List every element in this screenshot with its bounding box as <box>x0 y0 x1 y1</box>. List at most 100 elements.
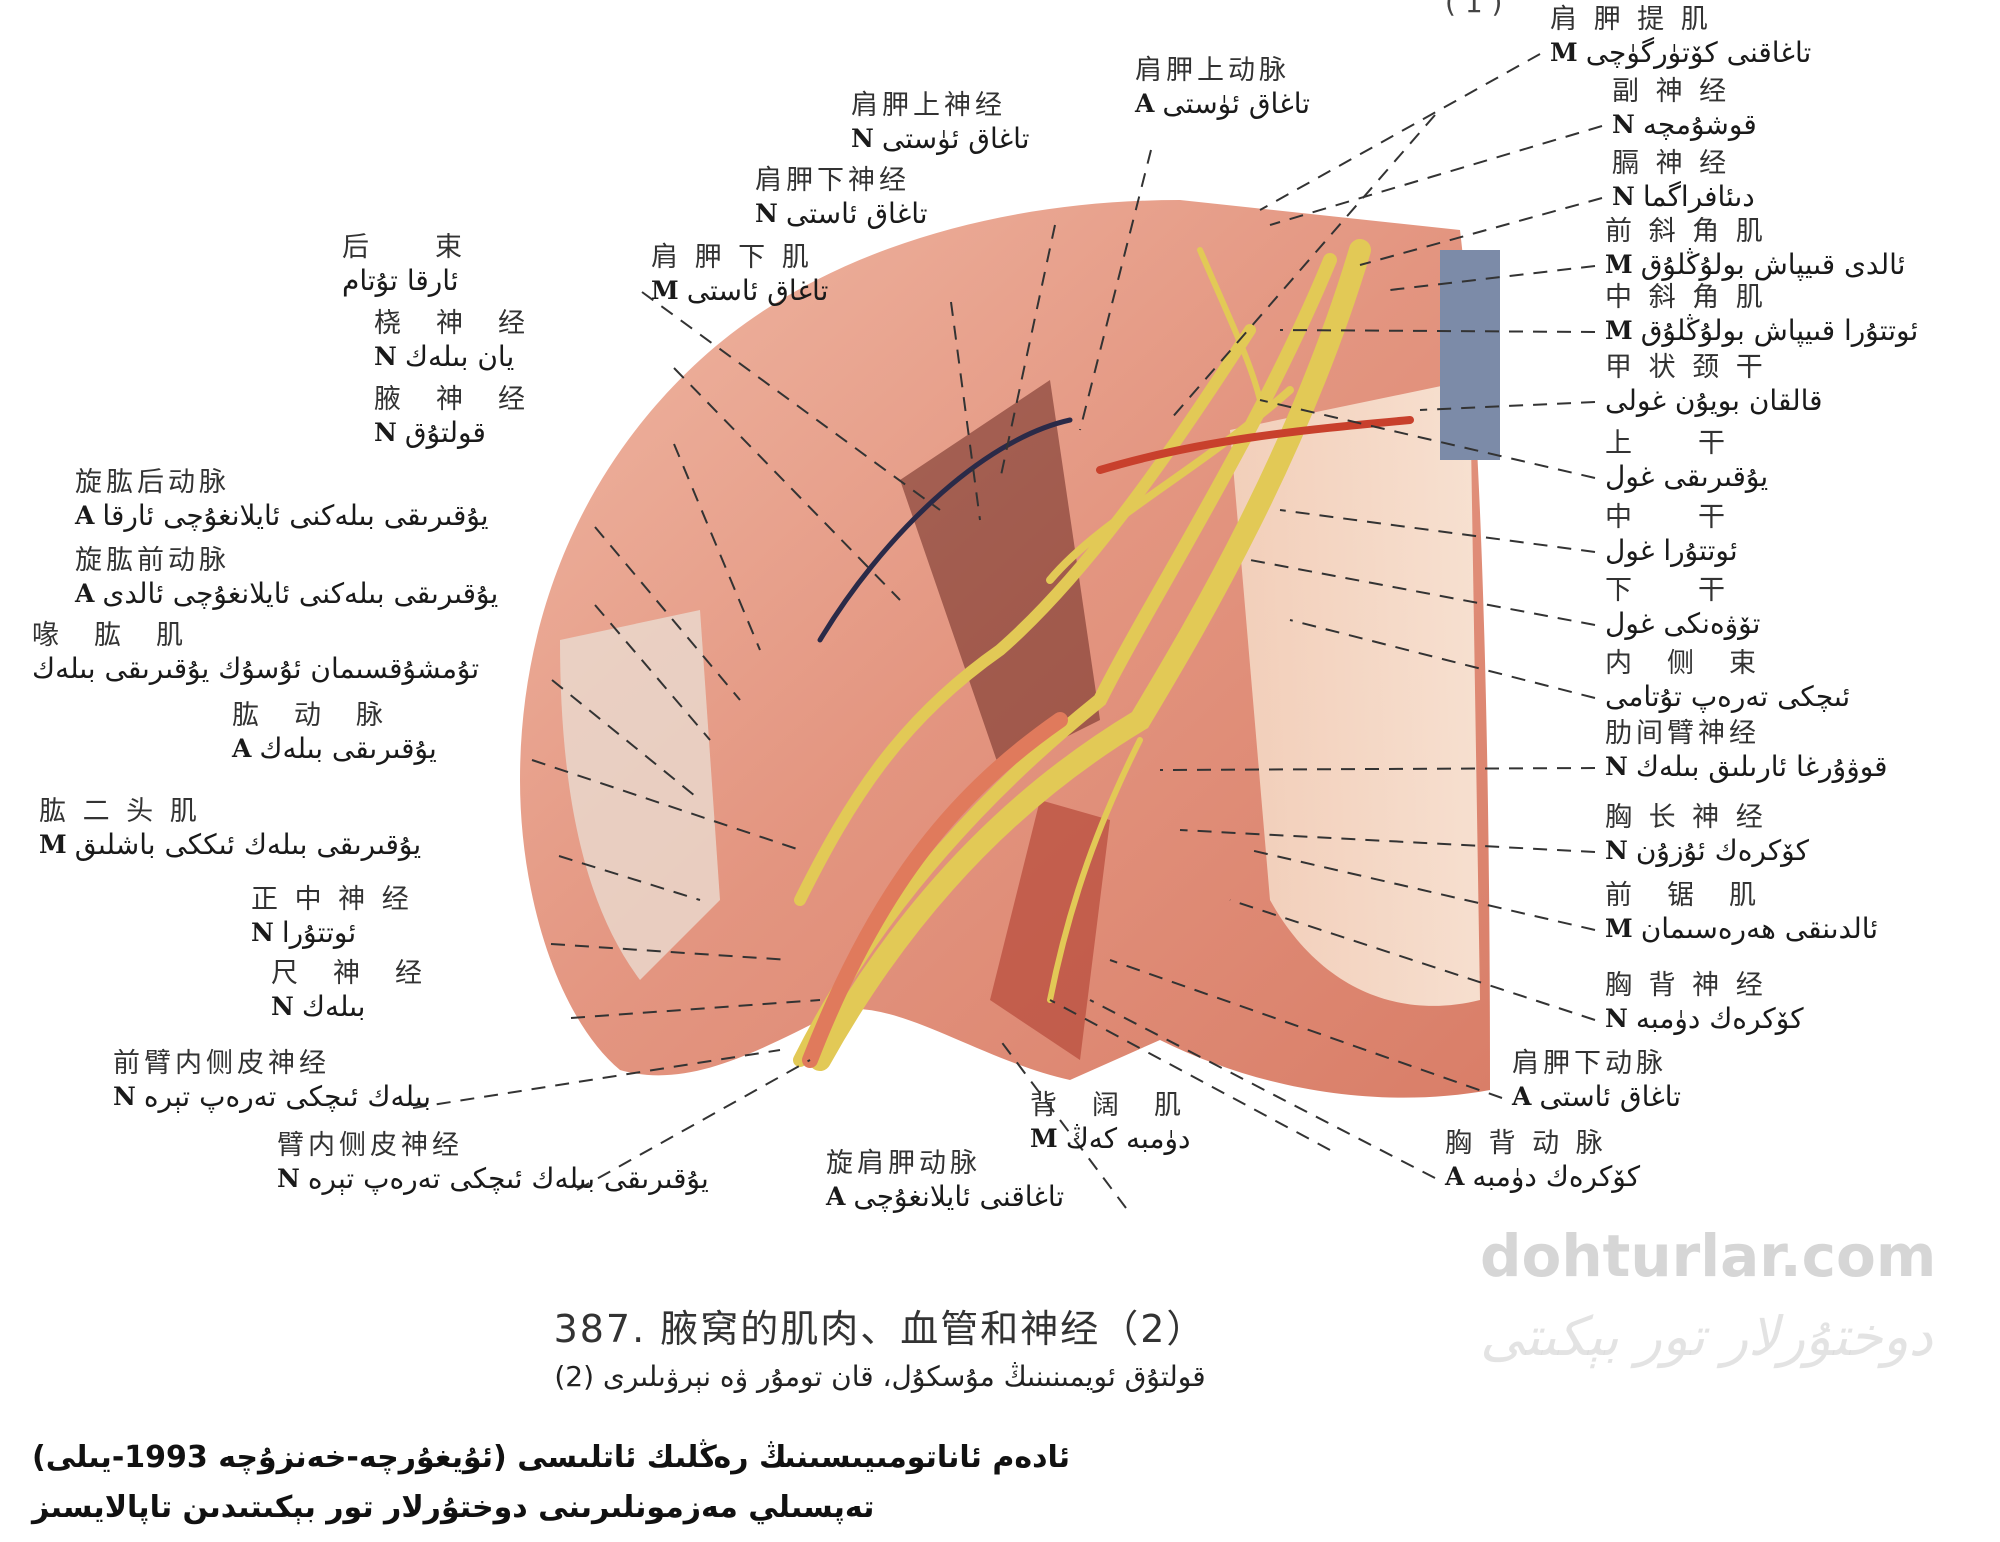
leader-line <box>1269 125 1603 226</box>
structure-type-letter: N <box>277 1164 300 1194</box>
label-uyghur-row: ئىچكى تەرەپ تۇتامى <box>1605 680 1850 714</box>
label-uyghur: تاغاقنى كۆتۈرگۈچى <box>1585 36 1812 70</box>
leader-line <box>999 224 1056 481</box>
label-uyghur: ئوتتۇرا غول <box>1605 534 1738 568</box>
label-chinese: 桡 神 经 <box>374 308 529 339</box>
label-uyghur: دۈمبە كەڭ <box>1065 1122 1191 1156</box>
label-chinese: 肱 二 头 肌 <box>39 796 201 827</box>
label-chinese: 肩胛上神经 <box>851 90 1006 121</box>
footer-line-1: ئادەم ئاناتومىيىسىنىڭ رەڭلىك ئاتلىسى (ئۇ… <box>32 1440 1071 1475</box>
label-chinese: 甲 状 颈 干 <box>1605 352 1767 383</box>
leader-line <box>673 367 901 601</box>
arteries <box>802 416 1414 1068</box>
label-chinese: 肱 动 脉 <box>232 700 387 731</box>
structure-type-letter: A <box>1445 1162 1465 1192</box>
leader-line <box>1179 829 1596 853</box>
leader-line <box>1419 401 1596 411</box>
label-uyghur: يۇقىرىقى بىلەك ئىككى باشلىق <box>74 828 422 862</box>
label-uyghur: ئالدى قىيپاش بولۇڭلۇق <box>1640 248 1906 282</box>
label-uyghur: قوشۇمچە <box>1642 108 1757 142</box>
structure-type-letter: N <box>251 918 274 948</box>
watermark-uyghur: دوختۇرلار تور بېكىتى <box>1480 1305 1933 1368</box>
leader-line <box>594 604 711 741</box>
structure-type-letter: M <box>651 276 679 306</box>
label-uyghur: كۆكرەك دۈمبە <box>1472 1160 1641 1194</box>
structure-type-letter: N <box>374 418 397 448</box>
label-uyghur-row: يۇقىرىقى غول <box>1605 460 1768 494</box>
structure-type-letter: N <box>1605 1004 1628 1034</box>
label-uyghur: ئىچكى تەرەپ تۇتامى <box>1605 680 1851 714</box>
label-uyghur: ئالدىنقى ھەرەسىمان <box>1640 912 1879 946</box>
leader-line <box>1089 999 1436 1179</box>
structure-type-letter: N <box>113 1082 136 1112</box>
label-chinese: 中 干 <box>1605 502 1729 533</box>
structure-type-letter: N <box>755 199 778 229</box>
leader-line <box>1079 149 1152 431</box>
structure-type-letter: A <box>75 501 95 531</box>
leader-line <box>641 291 941 511</box>
label-uyghur-row: قالقان بويۇن غولى <box>1605 384 1823 418</box>
label-uyghur: قوۋۇرغا ئارىلىق بىلەك <box>1635 750 1888 784</box>
label-uyghur: كۆكرەك دۈمبە <box>1635 1002 1804 1036</box>
structure-type-letter: N <box>1605 752 1628 782</box>
label-chinese: 肩 胛 下 肌 <box>651 242 813 273</box>
label-chinese: 胸 长 神 经 <box>1605 802 1767 833</box>
leader-line <box>999 1039 1127 1209</box>
label-chinese: 喙 肱 肌 <box>32 620 187 651</box>
figure-mark: ( 1 ) <box>1445 0 1503 19</box>
label-uyghur: كۆكرەك ئۇزۇن <box>1635 834 1809 868</box>
label-uyghur: يان بىلەك <box>404 340 515 374</box>
label-chinese: 副 神 经 <box>1612 76 1731 107</box>
structure-type-letter: N <box>1612 110 1635 140</box>
structure-type-letter: M <box>1605 914 1633 944</box>
label-chinese: 中 斜 角 肌 <box>1605 282 1767 313</box>
label-uyghur: قالقان بويۇن غولى <box>1605 384 1823 418</box>
label-uyghur: ئارقا تۇتام <box>342 264 459 298</box>
leader-line <box>1289 619 1596 699</box>
structure-type-letter: A <box>75 579 95 609</box>
nerve-bundles <box>793 239 1371 1071</box>
leader-line <box>673 443 761 651</box>
structure-type-letter: N <box>1612 182 1635 212</box>
structure-type-letter: M <box>39 830 67 860</box>
leader-line <box>1259 399 1596 479</box>
leader-line <box>412 1049 781 1109</box>
leader-line <box>594 526 741 701</box>
label-chinese: 尺 神 经 <box>271 958 426 989</box>
leader-line <box>1249 849 1596 931</box>
label-uyghur-row: تۆۋەنكى غول <box>1605 607 1760 641</box>
label-chinese: 内 侧 束 <box>1605 648 1760 679</box>
structure-type-letter: M <box>1550 38 1578 68</box>
leader-line <box>551 679 701 801</box>
label-chinese: 旋肱前动脉 <box>75 545 230 576</box>
label-uyghur: بىلەك ئىچكى تەرەپ تېرە <box>143 1080 431 1114</box>
label-chinese: 旋肩胛动脉 <box>826 1148 981 1179</box>
leader-line <box>1279 509 1596 553</box>
